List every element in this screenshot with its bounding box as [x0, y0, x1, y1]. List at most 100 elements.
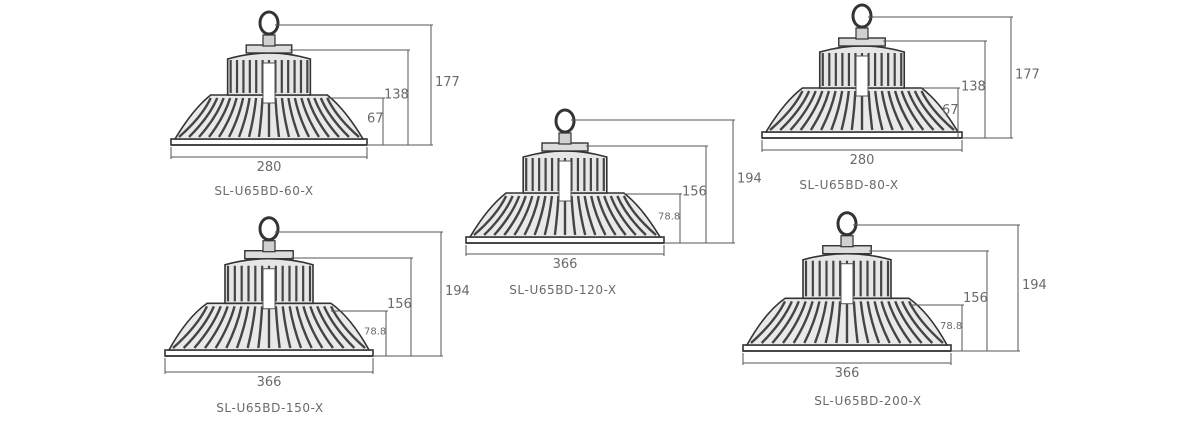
lamp-fin — [887, 90, 904, 131]
lamp-fin — [792, 301, 814, 344]
lamp-fin — [182, 305, 215, 349]
lamp-fin — [280, 97, 291, 138]
lamp-fin — [874, 90, 884, 131]
lamp-neck — [262, 34, 276, 47]
lamp-fin — [309, 305, 334, 349]
lamp-fin — [820, 90, 837, 131]
lamp-fin — [247, 97, 258, 138]
lamp-fin — [907, 90, 935, 131]
lamp-fin — [227, 97, 245, 138]
lamp-upper-fins — [804, 260, 890, 297]
lamp-fin — [824, 301, 835, 344]
dim-label-total-height: 177 — [1015, 68, 1040, 83]
lamp-fin — [779, 90, 811, 131]
lamp-fin — [188, 97, 219, 138]
lamp-fin — [204, 305, 229, 349]
lamp-fin — [789, 90, 817, 131]
dimension-lines-2 — [761, 16, 1013, 152]
model-name: SL-U65BD-80-X — [799, 178, 898, 192]
dim-label-total-height: 194 — [1022, 278, 1047, 293]
lamp-fin — [198, 97, 225, 138]
lamp-fin — [859, 301, 870, 344]
lamp-fin — [217, 97, 238, 138]
lamp-fin — [576, 195, 587, 236]
dim-label-body-height: 156 — [682, 185, 707, 200]
lamp-fin — [246, 306, 257, 349]
lamp-fin — [590, 195, 607, 236]
lamp-upper-fins — [821, 53, 903, 86]
lamp-fin — [326, 97, 360, 138]
lamp-lower-fins — [473, 195, 657, 236]
dim-label-flare-height: 78.8 — [364, 327, 386, 338]
dimension-lines-1 — [170, 24, 433, 159]
lamp-fin — [473, 195, 508, 236]
dim-label-flare-height: 67 — [367, 112, 384, 127]
lamp-fin — [893, 90, 915, 131]
lamp-base-plate — [465, 236, 665, 244]
lamp-fin — [533, 195, 547, 236]
lamp-label-panel — [855, 55, 869, 97]
dimension-lines-5 — [742, 224, 1020, 365]
model-name: SL-U65BD-60-X — [214, 184, 313, 198]
dim-label-width: 366 — [553, 257, 578, 272]
lamp-fin — [835, 301, 842, 344]
lamp-neck — [262, 240, 276, 253]
dim-label-total-height: 194 — [445, 284, 470, 299]
lamp-fin — [483, 195, 514, 236]
lamp-fin — [603, 195, 627, 236]
lamp-fin — [274, 97, 281, 138]
lamp-fin — [901, 300, 934, 344]
lamp-fin — [178, 97, 212, 138]
lamp-fin — [850, 90, 857, 131]
dim-label-flare-height: 78.8 — [940, 321, 962, 332]
hanging-ring — [836, 211, 858, 237]
hanging-ring — [851, 3, 873, 29]
lamp-fin — [830, 90, 844, 131]
lamp-fin — [880, 301, 902, 344]
lamp-fin — [313, 97, 340, 138]
lamp-fin — [193, 305, 222, 349]
lamp-fin — [553, 195, 560, 236]
lamp-base-plate — [742, 344, 952, 352]
lamp-label-panel — [840, 263, 854, 305]
dim-label-body-height: 138 — [384, 88, 409, 103]
lamp-fin — [873, 301, 891, 344]
lamp-drawing-3 — [465, 108, 665, 244]
dim-label-total-height: 177 — [435, 75, 460, 90]
lamp-fin — [493, 195, 521, 236]
lamp-fin — [920, 90, 955, 131]
lamp-fin — [274, 306, 281, 349]
lamp-fin — [281, 306, 292, 349]
lamp-base-plate — [170, 138, 368, 146]
lamp-fin — [622, 195, 657, 236]
dim-label-width: 366 — [835, 366, 860, 381]
lamp-fin — [319, 97, 350, 138]
lamp-fin — [257, 97, 264, 138]
dim-label-total-height: 194 — [737, 172, 762, 187]
lamp-drawing-1 — [170, 10, 368, 146]
lamp-fin — [295, 306, 313, 349]
lamp-fin — [329, 305, 366, 349]
model-name: SL-U65BD-150-X — [216, 401, 324, 415]
lamp-label-panel — [262, 268, 276, 310]
lamp-fin — [235, 306, 250, 349]
lamp-fin — [208, 97, 232, 138]
hanging-ring — [258, 10, 280, 36]
lamp-fin — [293, 97, 311, 138]
dim-label-body-height: 156 — [387, 297, 412, 312]
lamp-fin — [809, 90, 831, 131]
lamp-fin — [302, 306, 324, 349]
lamp-label-panel — [262, 62, 276, 104]
hanging-ring — [554, 108, 576, 134]
lamp-fin — [523, 195, 540, 236]
lamp-fin — [583, 195, 597, 236]
dim-label-width: 280 — [257, 160, 282, 175]
lamp-drawing-4 — [164, 216, 374, 357]
lamp-fin — [900, 90, 925, 131]
lamp-fin — [782, 300, 807, 344]
lamp-fin — [867, 90, 874, 131]
lamp-fin — [214, 306, 236, 349]
lamp-fin — [306, 97, 330, 138]
lamp-fin — [769, 90, 804, 131]
